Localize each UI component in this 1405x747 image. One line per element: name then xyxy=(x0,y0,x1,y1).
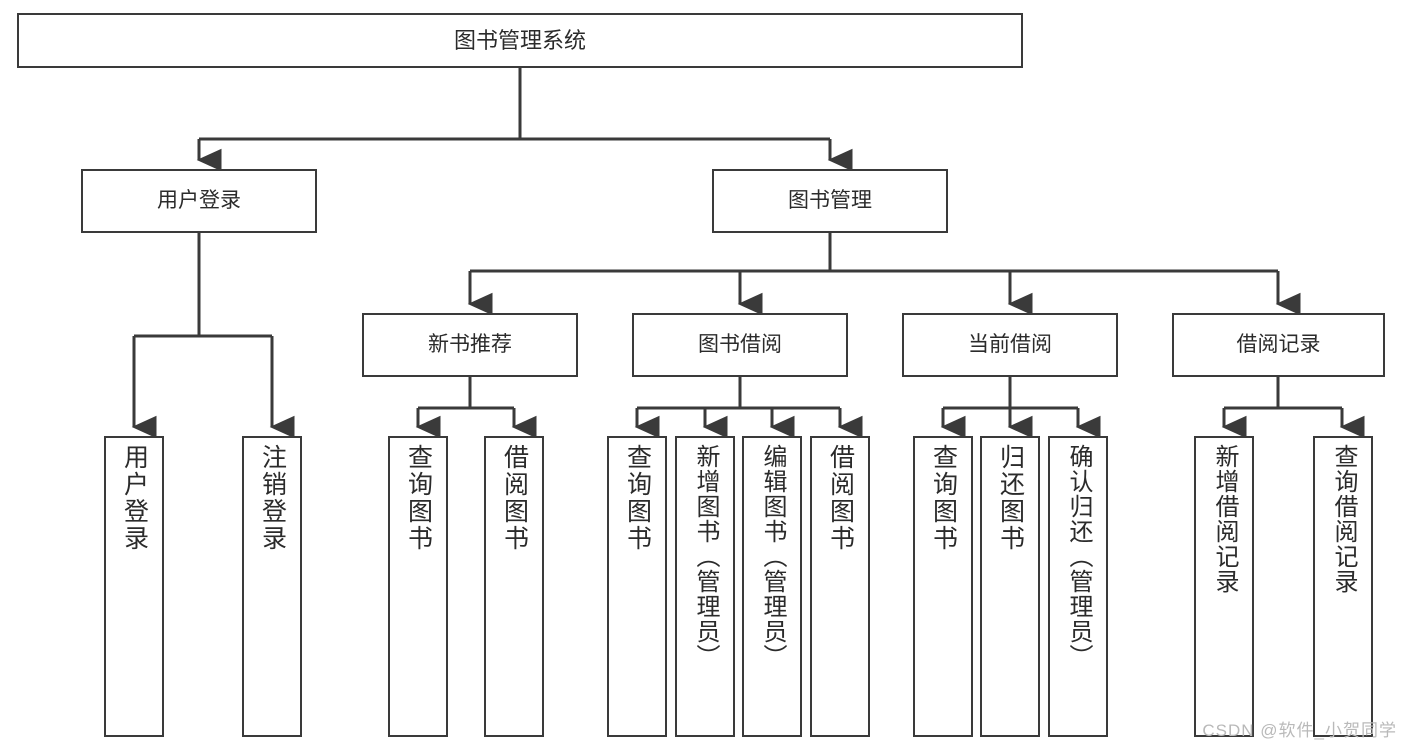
node-leaf-query-book-1[interactable]: 查询图书 xyxy=(388,436,448,737)
node-book-borrow-label: 图书借阅 xyxy=(698,332,782,356)
node-leaf-query-book-3-label: 查询图书 xyxy=(929,444,958,552)
node-book-manage-label: 图书管理 xyxy=(788,188,872,212)
node-leaf-borrow-book-1-label: 借阅图书 xyxy=(500,444,529,552)
node-leaf-query-book-1-label: 查询图书 xyxy=(404,444,433,552)
node-leaf-add-book[interactable]: 新增图书（管理员） xyxy=(675,436,735,737)
node-root[interactable]: 图书管理系统 xyxy=(17,13,1023,68)
node-borrow-record[interactable]: 借阅记录 xyxy=(1172,313,1385,377)
node-current-borrow[interactable]: 当前借阅 xyxy=(902,313,1118,377)
node-leaf-logout[interactable]: 注销登录 xyxy=(242,436,302,737)
node-leaf-query-book-2-label: 查询图书 xyxy=(623,444,652,552)
node-leaf-add-book-label: 新增图书（管理员） xyxy=(692,444,719,669)
node-current-borrow-label: 当前借阅 xyxy=(968,332,1052,356)
node-leaf-logout-label: 注销登录 xyxy=(258,444,287,552)
node-leaf-borrow-book-2[interactable]: 借阅图书 xyxy=(810,436,870,737)
node-leaf-edit-book-label: 编辑图书（管理员） xyxy=(759,444,786,669)
node-user-login[interactable]: 用户登录 xyxy=(81,169,317,233)
node-root-label: 图书管理系统 xyxy=(453,27,586,53)
node-leaf-borrow-book-2-label: 借阅图书 xyxy=(826,444,855,552)
node-leaf-query-book-3[interactable]: 查询图书 xyxy=(913,436,973,737)
node-user-login-label: 用户登录 xyxy=(157,188,241,212)
node-book-manage[interactable]: 图书管理 xyxy=(712,169,948,233)
node-leaf-user-login[interactable]: 用户登录 xyxy=(104,436,164,737)
node-leaf-edit-book[interactable]: 编辑图书（管理员） xyxy=(742,436,802,737)
node-leaf-return-book[interactable]: 归还图书 xyxy=(980,436,1040,737)
node-leaf-query-record[interactable]: 查询借阅记录 xyxy=(1313,436,1373,737)
node-leaf-confirm-return[interactable]: 确认归还（管理员） xyxy=(1048,436,1108,737)
node-leaf-return-book-label: 归还图书 xyxy=(996,444,1025,552)
node-borrow-record-label: 借阅记录 xyxy=(1236,332,1321,356)
node-leaf-add-record[interactable]: 新增借阅记录 xyxy=(1194,436,1254,737)
node-new-book-recommend-label: 新书推荐 xyxy=(428,332,512,356)
node-leaf-user-login-label: 用户登录 xyxy=(120,444,149,552)
node-leaf-query-record-label: 查询借阅记录 xyxy=(1330,444,1357,594)
node-book-borrow[interactable]: 图书借阅 xyxy=(632,313,848,377)
node-leaf-add-record-label: 新增借阅记录 xyxy=(1211,444,1238,594)
node-new-book-recommend[interactable]: 新书推荐 xyxy=(362,313,578,377)
node-leaf-confirm-return-label: 确认归还（管理员） xyxy=(1065,444,1092,669)
node-leaf-borrow-book-1[interactable]: 借阅图书 xyxy=(484,436,544,737)
node-leaf-query-book-2[interactable]: 查询图书 xyxy=(607,436,667,737)
